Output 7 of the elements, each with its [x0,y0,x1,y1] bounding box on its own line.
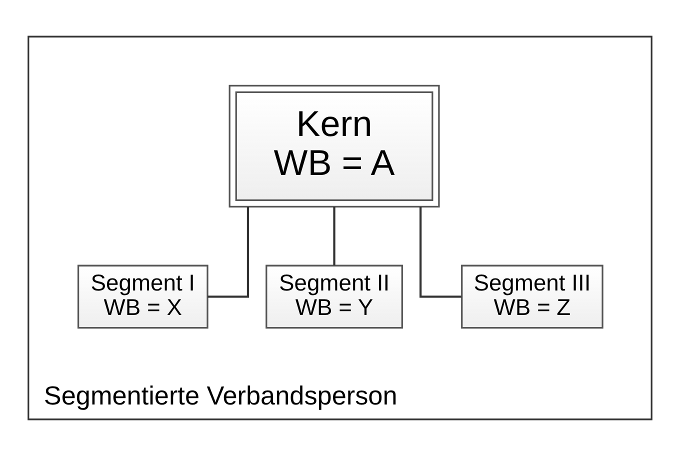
node-box: Segment II WB = Y [266,264,403,328]
node-box: Segment I WB = X [77,264,208,328]
connector [333,206,336,265]
connector [420,206,462,298]
connector [208,206,250,298]
node-box: Kern WB = A [228,84,440,208]
node-box: Segment III WB = Z [461,264,604,328]
